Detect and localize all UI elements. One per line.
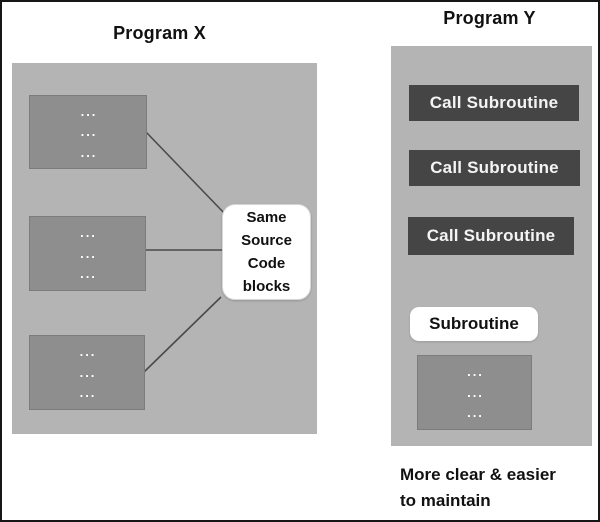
call-subroutine-box-1: Call Subroutine <box>409 85 579 121</box>
subroutine-box: Subroutine <box>410 307 538 341</box>
callout-line: Same <box>246 209 287 226</box>
program-x-panel: ... ... ... ... ... ... ... ... ... Same… <box>12 63 317 434</box>
same-source-code-callout: Same Source Code blocks <box>222 204 311 300</box>
ellipsis-row: ... <box>467 384 484 400</box>
call-subroutine-box-2: Call Subroutine <box>409 150 580 186</box>
ellipsis-row: ... <box>467 363 484 379</box>
ellipsis-row: ... <box>80 245 97 261</box>
ellipsis-row: ... <box>80 224 97 240</box>
caption-line-1: More clear & easier <box>400 465 556 484</box>
ellipsis-row: ... <box>80 266 97 282</box>
caption-line-2: to maintain <box>400 491 491 510</box>
ellipsis-row: ... <box>79 385 97 401</box>
call-subroutine-box-3: Call Subroutine <box>408 217 574 255</box>
callout-line: blocks <box>242 278 291 295</box>
ellipsis-row: ... <box>467 405 484 421</box>
program-x-title: Program X <box>113 23 206 43</box>
ellipsis-row: ... <box>79 364 97 380</box>
callout-line: Code <box>247 255 286 272</box>
ellipsis-row: ... <box>79 343 97 359</box>
subroutine-code-block: ... ... ... <box>417 355 532 430</box>
ellipsis-row: ... <box>80 103 98 119</box>
code-block-1: ... ... ... <box>29 95 147 169</box>
ellipsis-row: ... <box>80 144 98 160</box>
program-y-title: Program Y <box>443 8 536 28</box>
program-y-panel: Call Subroutine Call Subroutine Call Sub… <box>391 46 592 446</box>
code-block-3: ... ... ... <box>29 335 145 410</box>
benefit-caption: More clear & easier to maintain <box>400 462 595 514</box>
code-block-2: ... ... ... <box>29 216 146 291</box>
callout-line: Source <box>241 232 292 249</box>
ellipsis-row: ... <box>80 124 98 139</box>
